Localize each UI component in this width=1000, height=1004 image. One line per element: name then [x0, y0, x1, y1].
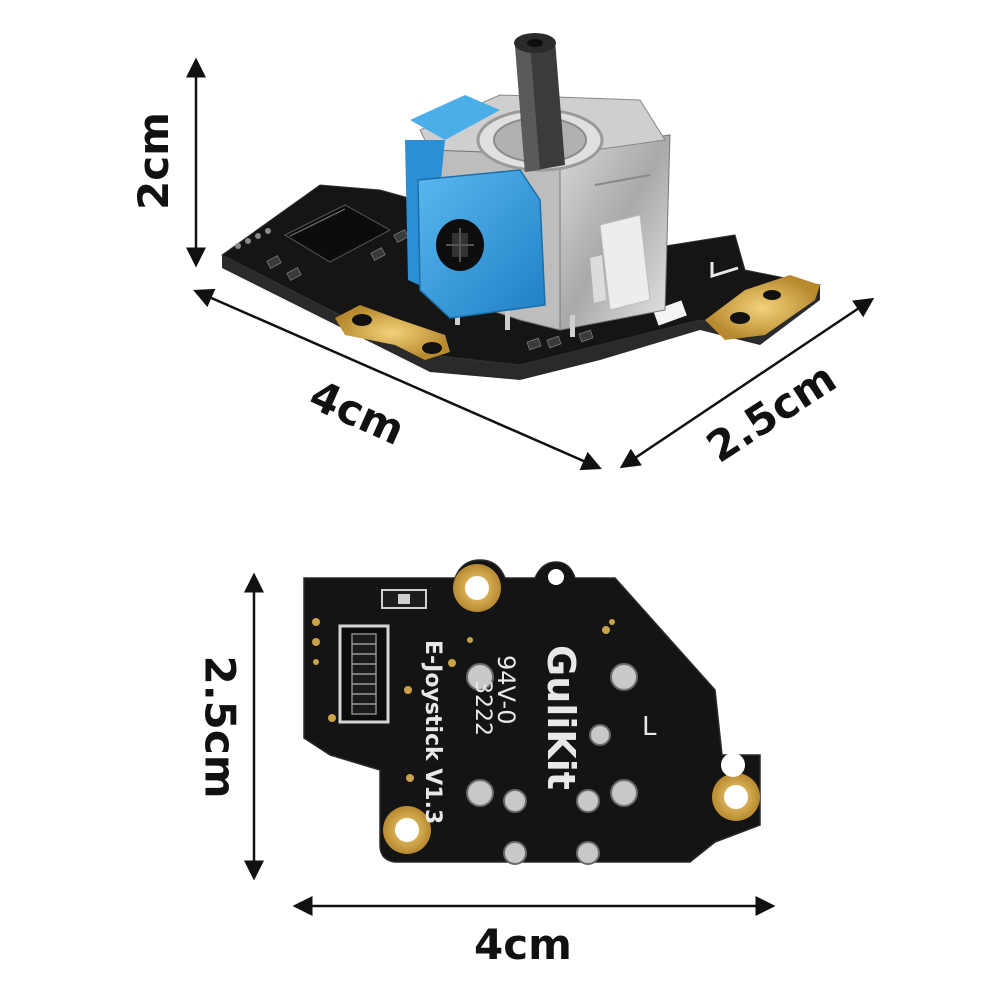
solder-joints [466, 663, 638, 865]
fpc-connector [338, 624, 390, 724]
bottom-pcb: GuliKit 94V-0 3222 E-Joystick V1.3 L [303, 559, 761, 865]
top-assembly [221, 33, 822, 380]
svg-text:GuliKit: GuliKit [539, 645, 583, 790]
brand-silkscreen: GuliKit [539, 645, 583, 790]
svg-text:3222: 3222 [470, 680, 495, 736]
side-marker: L [642, 712, 657, 742]
top-width-arrow [193, 288, 602, 471]
bottom-width-label: 4cm [474, 920, 572, 969]
gold-mount-holes [383, 563, 760, 854]
ic-chip [283, 204, 392, 263]
rating-silkscreen: 94V-0 [492, 655, 520, 724]
svg-text:E-Joystick V1.3: E-Joystick V1.3 [420, 640, 445, 824]
bottom-height-label: 2.5cm [195, 655, 245, 799]
model-silkscreen: E-Joystick V1.3 [420, 640, 445, 824]
top-depth-arrow [619, 297, 875, 469]
code-silkscreen: 3222 [470, 680, 495, 736]
svg-text:94V-0: 94V-0 [492, 655, 520, 724]
top-height-label: 2cm [128, 112, 178, 210]
blue-potentiometer-caps [405, 95, 546, 319]
